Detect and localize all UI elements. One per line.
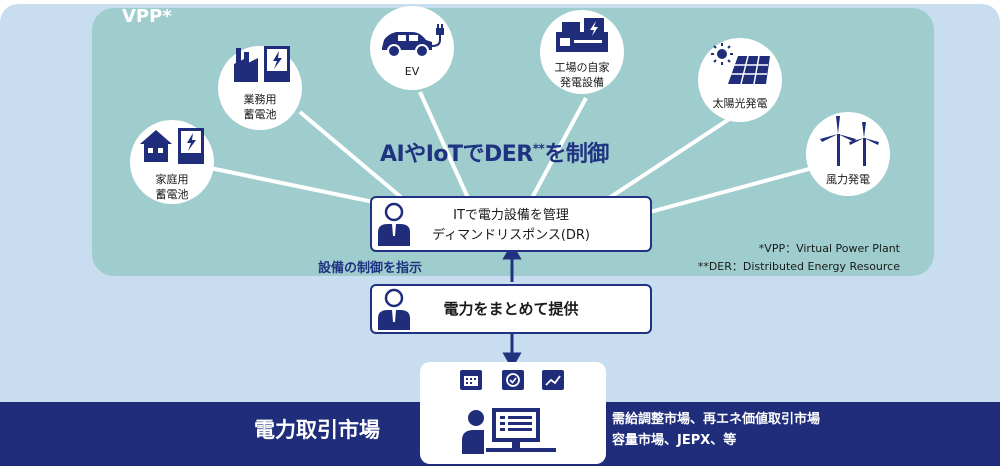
aggregator-label: 電力をまとめて提供: [443, 300, 579, 318]
vpp-title: VPP*: [122, 6, 172, 27]
trading-workstation-icon: [460, 370, 564, 454]
house-battery-icon: [140, 128, 204, 164]
market-types-line-1: 需給調整市場、再エネ価値取引市場: [612, 412, 821, 427]
ev-car-icon: [382, 24, 444, 58]
resource-label-1: EV: [404, 65, 420, 78]
vpp-headline: AIやIoTでDER**を制御: [380, 141, 609, 167]
solar-panel-icon: [711, 43, 770, 85]
dr-box-line-1: ITで電力設備を管理: [453, 208, 569, 223]
person-icon: [378, 288, 410, 330]
dr-management-box: ITで電力設備を管理 ディマンドリスポンス(DR): [370, 196, 652, 252]
market-types: 需給調整市場、再エネ価値取引市場 容量市場、JEPX、等: [612, 409, 820, 451]
control-instruction-label: 設備の制御を指示: [318, 261, 423, 276]
resource-label-1: 工場の自家: [554, 61, 610, 74]
resource-label-1: 太陽光発電: [712, 97, 768, 110]
resource-label-2: 蓄電池: [155, 188, 189, 201]
resource-solar: 太陽光発電: [698, 38, 782, 122]
person-icon: [378, 202, 410, 246]
vpp-footnote: *VPP：Virtual Power Plant: [758, 242, 900, 255]
resource-label-1: 業務用: [243, 93, 277, 106]
market-terminal: [420, 362, 606, 464]
resource-label-2: 発電設備: [560, 76, 604, 89]
resource-ev: EV: [370, 6, 454, 90]
resource-label-1: 家庭用: [155, 173, 189, 186]
resource-factory-generator: 工場の自家 発電設備: [540, 10, 624, 94]
market-title: 電力取引市場: [254, 418, 380, 442]
resource-household-battery: 家庭用 蓄電池: [130, 120, 214, 204]
aggregator-box: 電力をまとめて提供: [370, 284, 652, 334]
wind-turbine-icon: [820, 116, 879, 166]
resource-label-1: 風力発電: [826, 173, 870, 186]
resource-label-2: 蓄電池: [243, 108, 277, 121]
der-footnote: **DER：Distributed Energy Resource: [697, 260, 900, 273]
resource-business-battery: 業務用 蓄電池: [218, 46, 302, 130]
factory-battery-icon: [234, 46, 290, 82]
resource-wind: 風力発電: [806, 112, 890, 196]
market-types-line-2: 容量市場、JEPX、等: [612, 433, 737, 448]
dr-box-line-2: ディマンドリスポンス(DR): [431, 228, 591, 243]
generator-icon: [556, 18, 608, 52]
